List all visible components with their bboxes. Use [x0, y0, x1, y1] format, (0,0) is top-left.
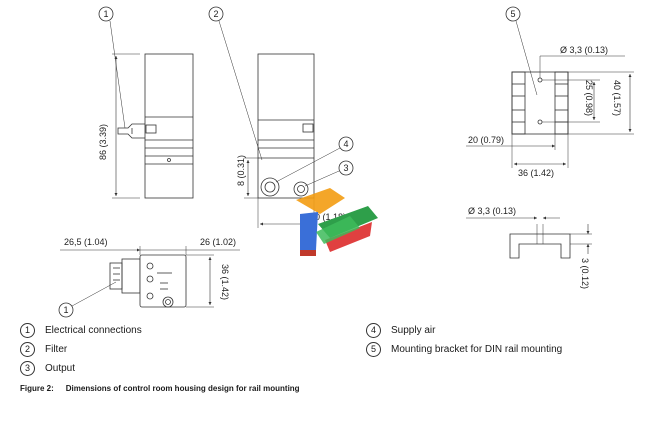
- dim-36-bracket: 36 (1.42): [511, 134, 569, 178]
- svg-text:2: 2: [213, 9, 218, 19]
- dim-8: 8 (0.31): [236, 155, 258, 199]
- dim-dia-top: Ø 3,3 (0.13): [539, 45, 625, 78]
- callout-1-bottom: 1: [58, 281, 117, 318]
- callout-5: 5: [505, 6, 538, 96]
- dim-26-5: 26,5 (1.04): [60, 237, 141, 255]
- callout-1-top: 1: [98, 6, 126, 129]
- dim-3: 3 (0.12): [570, 224, 592, 289]
- dim-30-label: 30 (1.18): [310, 212, 346, 222]
- legend-item-1: 1 Electrical connections: [20, 323, 142, 338]
- legend-item-2: 2 Filter: [20, 342, 67, 357]
- svg-text:1: 1: [103, 9, 108, 19]
- dim-dia-top-label: Ø 3,3 (0.13): [560, 45, 608, 55]
- dim-25: 25 (0.98): [542, 79, 600, 123]
- svg-text:3: 3: [343, 163, 348, 173]
- dim-36-side-label: 36 (1.42): [220, 264, 230, 300]
- legend-item-5: 5 Mounting bracket for DIN rail mounting: [366, 342, 562, 357]
- dim-20: 20 (0.79): [466, 134, 556, 150]
- caption-text: Dimensions of control room housing desig…: [65, 384, 300, 393]
- front-view: [117, 53, 194, 199]
- dim-36-bracket-label: 36 (1.42): [518, 168, 554, 178]
- dim-8-label: 8 (0.31): [236, 155, 246, 186]
- legend-number: 1: [20, 323, 35, 338]
- bracket-view: [511, 71, 569, 135]
- dim-25-label: 25 (0.98): [584, 80, 594, 116]
- dim-40: 40 (1.57): [568, 71, 634, 135]
- legend-item-4: 4 Supply air: [366, 323, 435, 338]
- legend-item-3: 3 Output: [20, 361, 75, 376]
- svg-text:1: 1: [63, 305, 68, 315]
- bottom-view: [109, 254, 187, 308]
- legend-number: 3: [20, 361, 35, 376]
- dim-26-5-label: 26,5 (1.04): [64, 237, 108, 247]
- callout-3: 3: [304, 160, 354, 187]
- dim-26: 26 (1.02): [140, 237, 240, 255]
- figure-caption: Figure 2: Dimensions of control room hous…: [20, 384, 300, 393]
- legend-number: 5: [366, 342, 381, 357]
- dim-86-label: 86 (3.39): [98, 124, 108, 160]
- dim-dia-bottom-label: Ø 3,3 (0.13): [468, 206, 516, 216]
- svg-text:4: 4: [343, 139, 348, 149]
- callout-4: 4: [275, 136, 354, 183]
- legend-text: Mounting bracket for DIN rail mounting: [391, 344, 563, 355]
- callout-2: 2: [208, 6, 263, 161]
- caption-label: Figure 2:: [20, 384, 54, 393]
- legend-text: Supply air: [391, 325, 436, 336]
- dim-40-label: 40 (1.57): [612, 80, 622, 116]
- dim-3-label: 3 (0.12): [580, 258, 590, 289]
- dim-20-label: 20 (0.79): [468, 135, 504, 145]
- legend-text: Filter: [45, 344, 68, 355]
- side-view: [257, 53, 315, 199]
- colorful-logo: [296, 188, 378, 256]
- bracket-side-view: [509, 224, 571, 259]
- legend-number: 4: [366, 323, 381, 338]
- dim-36-side: 36 (1.42): [186, 254, 230, 308]
- legend-number: 2: [20, 342, 35, 357]
- dim-dia-bottom: Ø 3,3 (0.13): [466, 206, 560, 220]
- dim-26-label: 26 (1.02): [200, 237, 236, 247]
- legend-text: Electrical connections: [45, 325, 142, 336]
- svg-text:5: 5: [510, 9, 515, 19]
- dim-86: 86 (3.39): [98, 53, 140, 199]
- legend-text: Output: [45, 363, 76, 374]
